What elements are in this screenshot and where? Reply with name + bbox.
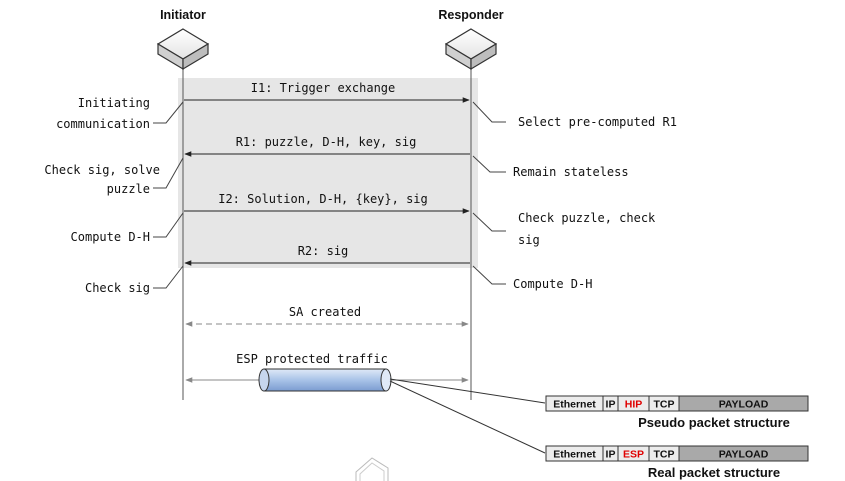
real-field-ip: IP bbox=[606, 449, 616, 461]
note-compute-dh-left: Compute D-H bbox=[71, 212, 184, 244]
message-i2: I2: Solution, D-H, {key}, sig bbox=[184, 192, 470, 214]
sa-created: SA created bbox=[185, 305, 469, 327]
note-stateless: Remain stateless bbox=[472, 155, 629, 179]
esp-traffic: ESP protected traffic bbox=[185, 352, 546, 454]
real-field-ethernet: Ethernet bbox=[553, 449, 596, 461]
real-packet-caption: Real packet structure bbox=[648, 465, 780, 480]
esp-tunnel-icon bbox=[258, 368, 392, 392]
esp-traffic-label: ESP protected traffic bbox=[236, 352, 388, 366]
message-r1-label: R1: puzzle, D-H, key, sig bbox=[236, 135, 417, 149]
sa-created-label: SA created bbox=[289, 305, 361, 319]
note-initiating: Initiating communication bbox=[56, 96, 184, 131]
pseudo-field-hip: HIP bbox=[625, 399, 643, 411]
note-check-sig-solve-line1: Check sig, solve bbox=[44, 163, 160, 177]
note-select-r1: Select pre-computed R1 bbox=[472, 101, 677, 129]
note-check-puzzle-line2: sig bbox=[518, 233, 540, 247]
message-r1: R1: puzzle, D-H, key, sig bbox=[184, 135, 470, 157]
note-initiating-line2: communication bbox=[56, 117, 150, 131]
note-compute-dh-right-text: Compute D-H bbox=[513, 277, 592, 291]
real-packet: Ethernet IP ESP TCP PAYLOAD Real packet … bbox=[545, 445, 809, 480]
message-r2-label: R2: sig bbox=[298, 244, 349, 258]
message-i1: I1: Trigger exchange bbox=[184, 81, 470, 103]
responder-label: Responder bbox=[438, 8, 503, 22]
real-field-payload: PAYLOAD bbox=[719, 449, 769, 461]
real-field-tcp: TCP bbox=[654, 449, 675, 461]
real-field-esp: ESP bbox=[623, 449, 644, 461]
note-stateless-text: Remain stateless bbox=[513, 165, 629, 179]
message-i1-label: I1: Trigger exchange bbox=[251, 81, 396, 95]
note-check-puzzle: Check puzzle, check sig bbox=[472, 211, 656, 247]
note-check-sig-text: Check sig bbox=[85, 281, 150, 295]
partial-node-icon bbox=[355, 457, 389, 481]
note-check-sig: Check sig bbox=[85, 265, 184, 295]
initiator-node-icon bbox=[156, 28, 210, 71]
pseudo-field-ethernet: Ethernet bbox=[553, 399, 596, 411]
pseudo-packet: Ethernet IP HIP TCP PAYLOAD Pseudo packe… bbox=[545, 395, 809, 430]
pseudo-field-ip: IP bbox=[606, 399, 616, 411]
message-i2-label: I2: Solution, D-H, {key}, sig bbox=[218, 192, 428, 206]
note-initiating-line1: Initiating bbox=[78, 96, 150, 110]
responder-node-icon bbox=[444, 28, 498, 71]
note-select-r1-text: Select pre-computed R1 bbox=[518, 115, 677, 129]
note-compute-dh-right: Compute D-H bbox=[472, 265, 592, 291]
pseudo-field-tcp: TCP bbox=[654, 399, 675, 411]
pseudo-field-payload: PAYLOAD bbox=[719, 399, 769, 411]
note-compute-dh-left-text: Compute D-H bbox=[71, 230, 150, 244]
exchange-band bbox=[178, 78, 478, 268]
note-check-sig-solve: Check sig, solve puzzle bbox=[44, 157, 184, 196]
message-r2: R2: sig bbox=[184, 244, 470, 266]
pseudo-packet-caption: Pseudo packet structure bbox=[638, 415, 790, 430]
initiator-label: Initiator bbox=[160, 8, 206, 22]
note-check-puzzle-line1: Check puzzle, check bbox=[518, 211, 656, 225]
note-check-sig-solve-line2: puzzle bbox=[107, 182, 150, 196]
